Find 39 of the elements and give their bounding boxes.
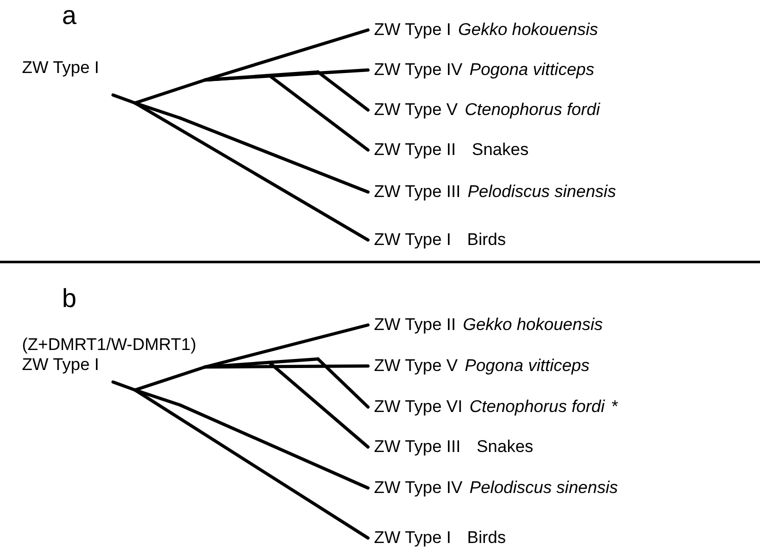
panel-letter: b	[62, 288, 76, 308]
species-name: Birds	[467, 528, 506, 547]
type-label: ZW Type IV	[374, 478, 462, 497]
type-label: ZW Type III	[374, 437, 461, 456]
tree-branch	[316, 70, 370, 112]
type-label: ZW Type III	[374, 182, 461, 201]
species-name: Pogona vitticeps	[470, 60, 594, 79]
tree-branch	[268, 361, 370, 449]
type-label: ZW Type V	[374, 100, 458, 119]
type-label: ZW Type II	[374, 315, 456, 334]
footnote-mark: *	[612, 397, 618, 416]
species-name: Ctenophorus fordi	[464, 100, 600, 119]
root-label: ZW Type I	[22, 58, 100, 78]
tree-branch	[133, 388, 370, 540]
tree-branch	[133, 101, 370, 242]
type-label: ZW Type VI	[374, 397, 462, 416]
tree-branch	[316, 357, 370, 409]
species-name: Pogona vitticeps	[464, 356, 590, 375]
type-label: ZW Type IV	[374, 60, 462, 79]
species-name: Pelodiscus sinensis	[468, 182, 616, 201]
species-name: Birds	[467, 230, 506, 249]
species-name: Snakes	[472, 140, 529, 159]
tree-branch	[268, 74, 370, 152]
tree-branch	[178, 116, 370, 194]
species-name: Pelodiscus sinensis	[470, 478, 618, 497]
species-name: Gekko hokouensis	[458, 20, 598, 39]
root-label: (Z+DMRT1/W-DMRT1) ZW Type I	[22, 335, 198, 375]
type-label: ZW Type II	[374, 140, 456, 159]
type-label: ZW Type V	[374, 356, 458, 375]
type-label: ZW Type I	[374, 230, 452, 249]
type-label: ZW Type I	[374, 20, 452, 39]
tree-branch	[203, 68, 370, 82]
tree-branch	[178, 403, 370, 490]
tree-branch	[203, 364, 370, 369]
species-name: Snakes	[476, 437, 534, 456]
species-name: Ctenophorus fordi	[470, 397, 605, 416]
panel-letter: a	[62, 5, 76, 25]
type-label: ZW Type I	[374, 528, 452, 547]
species-name: Gekko hokouensis	[462, 315, 603, 334]
